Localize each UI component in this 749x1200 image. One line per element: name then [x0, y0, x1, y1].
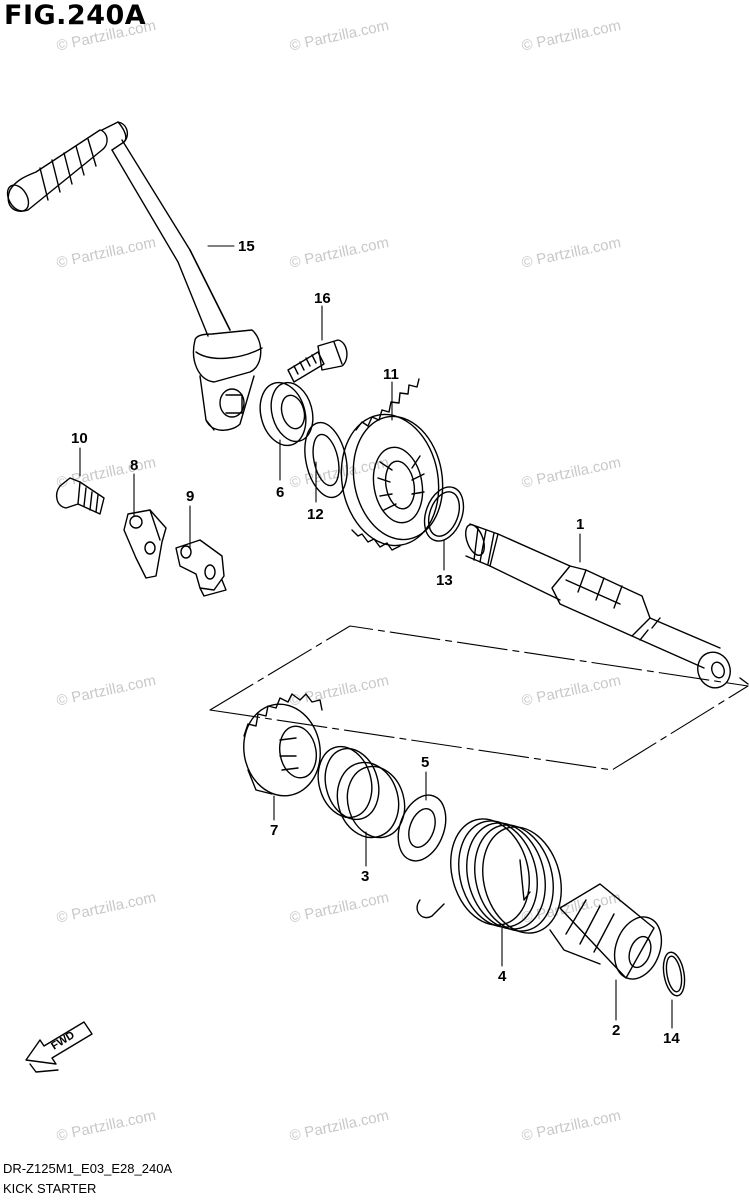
figure-title: FIG.240A — [4, 0, 147, 31]
stopper-plate-8 — [123, 509, 167, 579]
circlip-13 — [423, 486, 465, 542]
callout-6: 6 — [276, 484, 285, 501]
reference-box — [209, 625, 749, 771]
fwd-arrow-icon: FWD — [25, 1021, 93, 1073]
callout-14: 14 — [663, 1030, 680, 1047]
callout-8: 8 — [130, 457, 139, 474]
guide-2 — [549, 883, 663, 980]
callout-15: 15 — [238, 238, 255, 255]
callout-4: 4 — [498, 968, 507, 985]
callout-7: 7 — [270, 822, 279, 839]
kick-starter-shaft-1 — [465, 523, 749, 689]
fwd-label: FWD — [49, 1029, 77, 1052]
callout-10: 10 — [71, 430, 88, 447]
kick-lever — [6, 121, 263, 431]
washer-12 — [304, 421, 348, 499]
oil-seal-6 — [259, 381, 314, 447]
callout-1: 1 — [576, 516, 585, 533]
figure-caption: KICK STARTER — [3, 1181, 97, 1196]
leader-lines — [79, 245, 673, 1029]
callout-2: 2 — [612, 1022, 621, 1039]
drawing-code: DR-Z125M1_E03_E28_240A — [3, 1161, 173, 1176]
callout-11: 11 — [383, 366, 399, 383]
circlip-14 — [662, 951, 686, 997]
return-spring-4 — [416, 818, 562, 934]
callout-13: 13 — [436, 572, 453, 589]
callout-3: 3 — [361, 868, 370, 885]
callout-5: 5 — [421, 754, 430, 771]
starter-gear-7 — [243, 693, 323, 797]
spring-3 — [317, 745, 406, 839]
bolt-16 — [287, 339, 348, 383]
idle-gear-11 — [340, 378, 444, 551]
callout-9: 9 — [186, 488, 195, 505]
washer-5 — [397, 794, 447, 862]
callout-16: 16 — [314, 290, 331, 307]
callout-12: 12 — [307, 506, 324, 523]
gasket-plate-9 — [175, 539, 227, 597]
bolt-10 — [55, 477, 105, 515]
